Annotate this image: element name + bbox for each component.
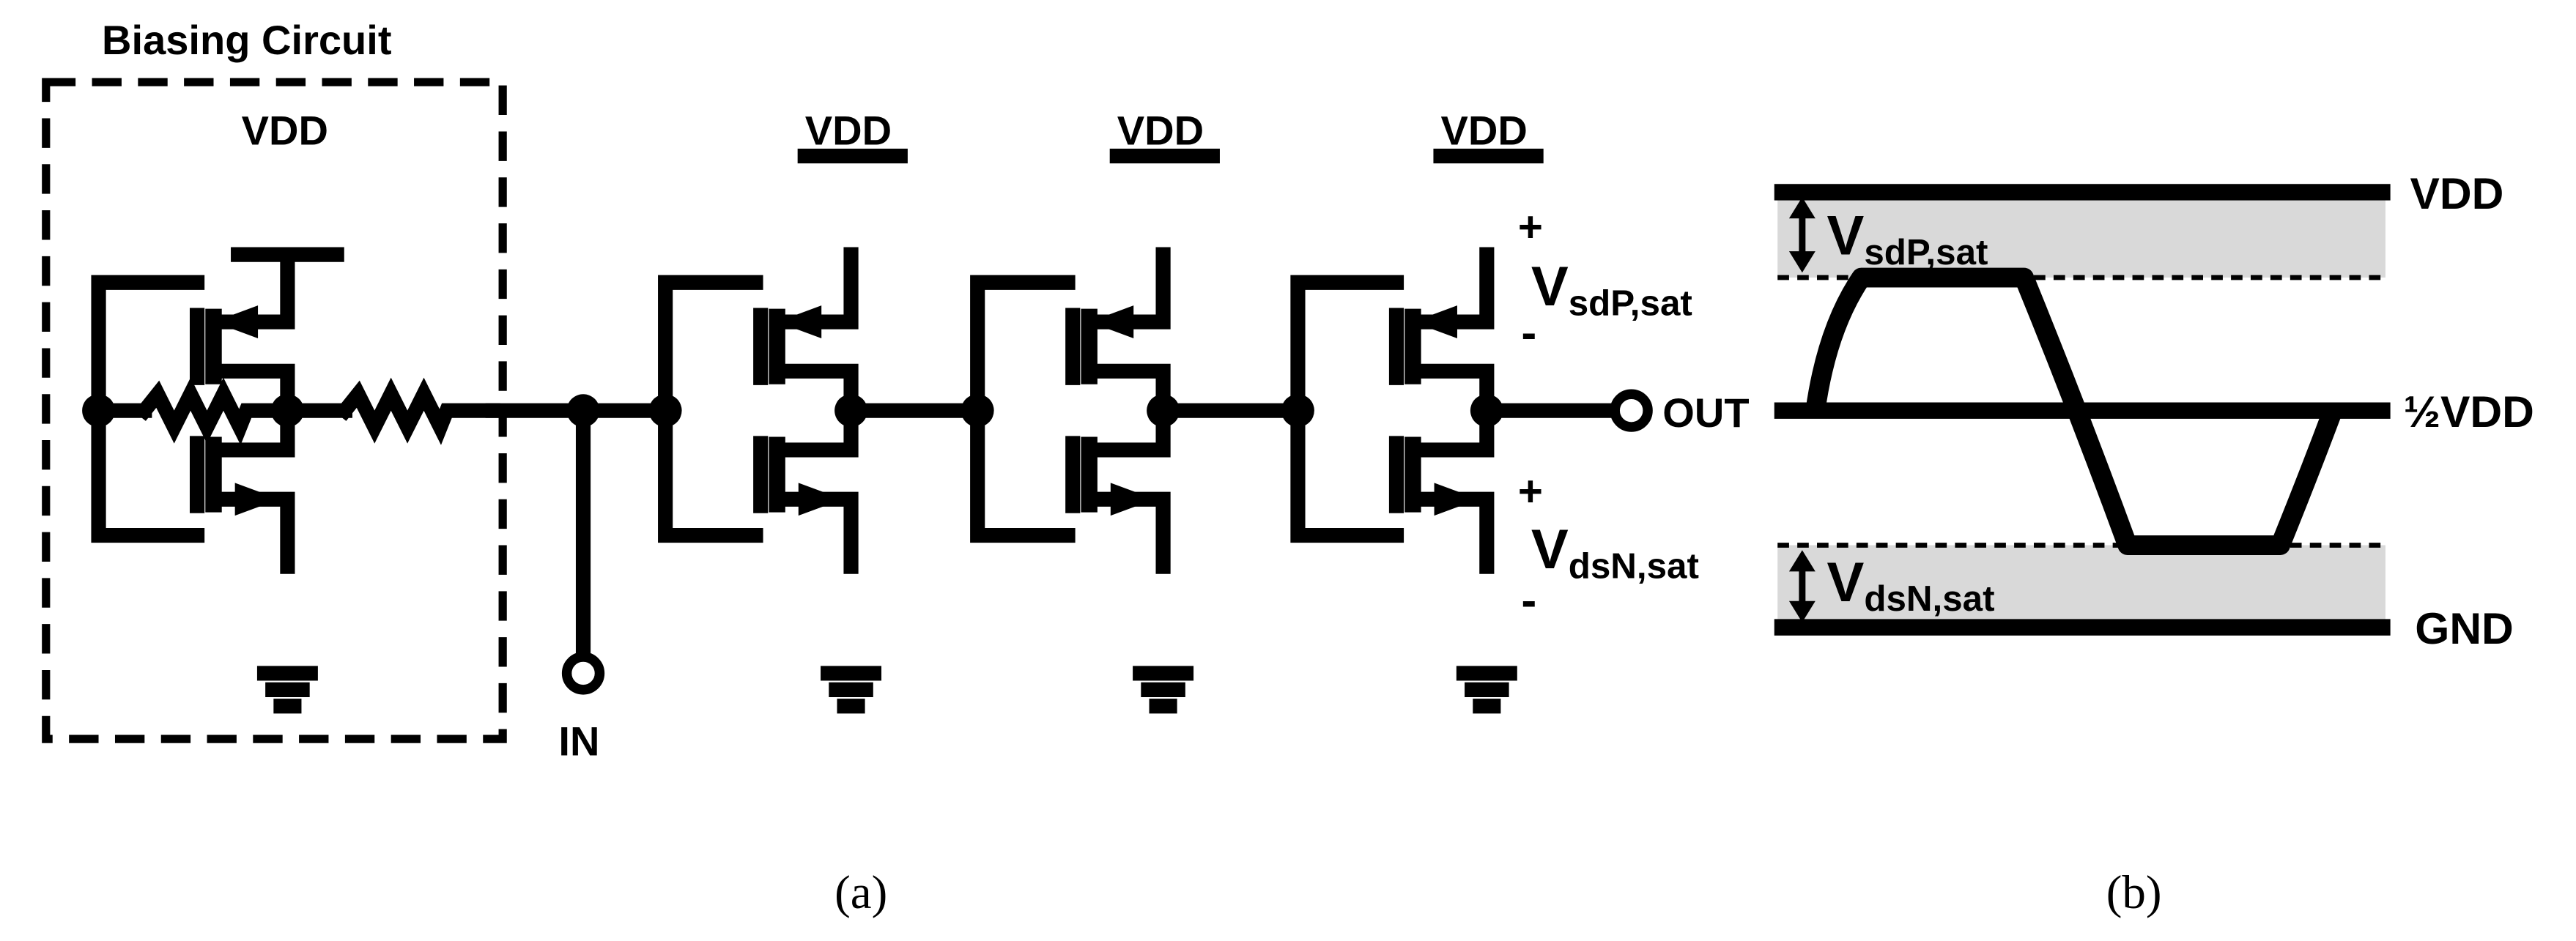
panel-b-waveform: VsdP,sat VdsN,sat VDD ½VDD GND (b) (1774, 168, 2534, 919)
out-label: OUT (1662, 390, 1749, 436)
caption-b: (b) (2106, 866, 2162, 919)
input-terminal (561, 652, 605, 695)
vsdp-label-b: VsdP,sat (1826, 205, 1988, 272)
vdsn-label-b: VdsN,sat (1826, 551, 1994, 619)
vdd-rail-label: VDD (2410, 168, 2504, 218)
vdd-label-1: VDD (805, 107, 892, 153)
bias-pmos (197, 255, 344, 411)
panel-a-circuit: Biasing Circuit IN VDD (42, 17, 1750, 919)
vdd-label-bias: VDD (242, 107, 328, 153)
vsdp-band (1777, 192, 2386, 278)
vdsn-minus: - (1521, 575, 1536, 626)
bias-node-mid (270, 394, 304, 428)
inverter-2: VDD (961, 107, 1220, 706)
vsdp-label-a: VsdP,sat (1531, 256, 1692, 323)
in-label: IN (558, 718, 599, 765)
vdsn-label-a: VdsN,sat (1531, 518, 1699, 586)
caption-a: (a) (834, 866, 887, 919)
vdd-label-3: VDD (1441, 107, 1528, 153)
gnd-rail-label: GND (2415, 603, 2514, 653)
vsdp-plus: + (1518, 204, 1543, 251)
vdsn-plus: + (1518, 468, 1543, 516)
input-node (566, 394, 600, 428)
vsdp-minus: - (1521, 307, 1536, 358)
bias-resistor-2 (334, 377, 500, 445)
vdsn-double-arrow-icon (1788, 550, 1816, 622)
vsdp-double-arrow-icon (1788, 197, 1816, 273)
vdd-label-2: VDD (1117, 107, 1204, 153)
bias-node-left (82, 394, 115, 428)
bias-resistor-1 (134, 377, 295, 445)
output-waveform (1805, 267, 2342, 555)
output-terminal (1610, 389, 1653, 432)
half-vdd-rail-label: ½VDD (2404, 387, 2534, 436)
inverter-3: VDD (1281, 107, 1544, 706)
biasing-circuit-label: Biasing Circuit (102, 17, 392, 63)
bias-ground-icon (264, 673, 311, 706)
vdsn-band (1777, 545, 2386, 628)
inverter-1: VDD (648, 107, 908, 706)
